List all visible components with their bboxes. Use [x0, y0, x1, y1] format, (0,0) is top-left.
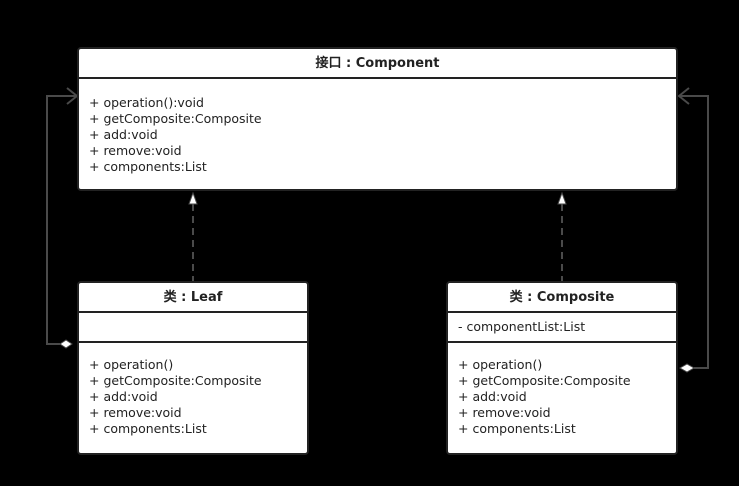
member-get-composite: + getComposite:Composite	[89, 111, 262, 126]
composite-aggregation-arrowhead	[677, 87, 690, 105]
member-add: + add:void	[89, 127, 158, 142]
composite-aggregation-line	[679, 95, 709, 369]
member-components: + components:List	[89, 421, 207, 436]
leaf-realization-arrowhead	[188, 191, 198, 205]
member-add: + add:void	[89, 389, 158, 404]
leaf-class-title: 类 : Leaf	[79, 283, 307, 313]
composite-class-attributes: - componentList:List	[448, 313, 676, 343]
component-interface-box[interactable]: 接口 : Component + operation():void + getC…	[77, 47, 678, 191]
member-get-composite: + getComposite:Composite	[89, 373, 262, 388]
member-operation: + operation():void	[89, 95, 204, 110]
leaf-aggregation-diamond	[59, 339, 73, 349]
member-remove: + remove:void	[89, 405, 182, 420]
component-interface-members: + operation():void + getComposite:Compos…	[79, 79, 676, 177]
member-operation: + operation()	[458, 357, 543, 372]
component-interface-title: 接口 : Component	[79, 49, 676, 79]
member-get-composite: + getComposite:Composite	[458, 373, 631, 388]
leaf-aggregation-line	[46, 95, 77, 345]
member-remove: + remove:void	[458, 405, 551, 420]
leaf-class-members: + operation() + getComposite:Composite +…	[79, 343, 307, 439]
composite-realization-arrowhead	[557, 191, 567, 205]
member-components: + components:List	[89, 159, 207, 174]
leaf-class-box[interactable]: 类 : Leaf + operation() + getComposite:Co…	[77, 281, 309, 455]
member-add: + add:void	[458, 389, 527, 404]
attribute-component-list: - componentList:List	[458, 319, 586, 334]
member-remove: + remove:void	[89, 143, 182, 158]
member-components: + components:List	[458, 421, 576, 436]
composite-class-box[interactable]: 类 : Composite - componentList:List + ope…	[446, 281, 678, 455]
composite-class-title: 类 : Composite	[448, 283, 676, 313]
composite-class-members: + operation() + getComposite:Composite +…	[448, 343, 676, 439]
leaf-class-attributes	[79, 313, 307, 343]
member-operation: + operation()	[89, 357, 174, 372]
composite-aggregation-diamond	[678, 363, 696, 373]
